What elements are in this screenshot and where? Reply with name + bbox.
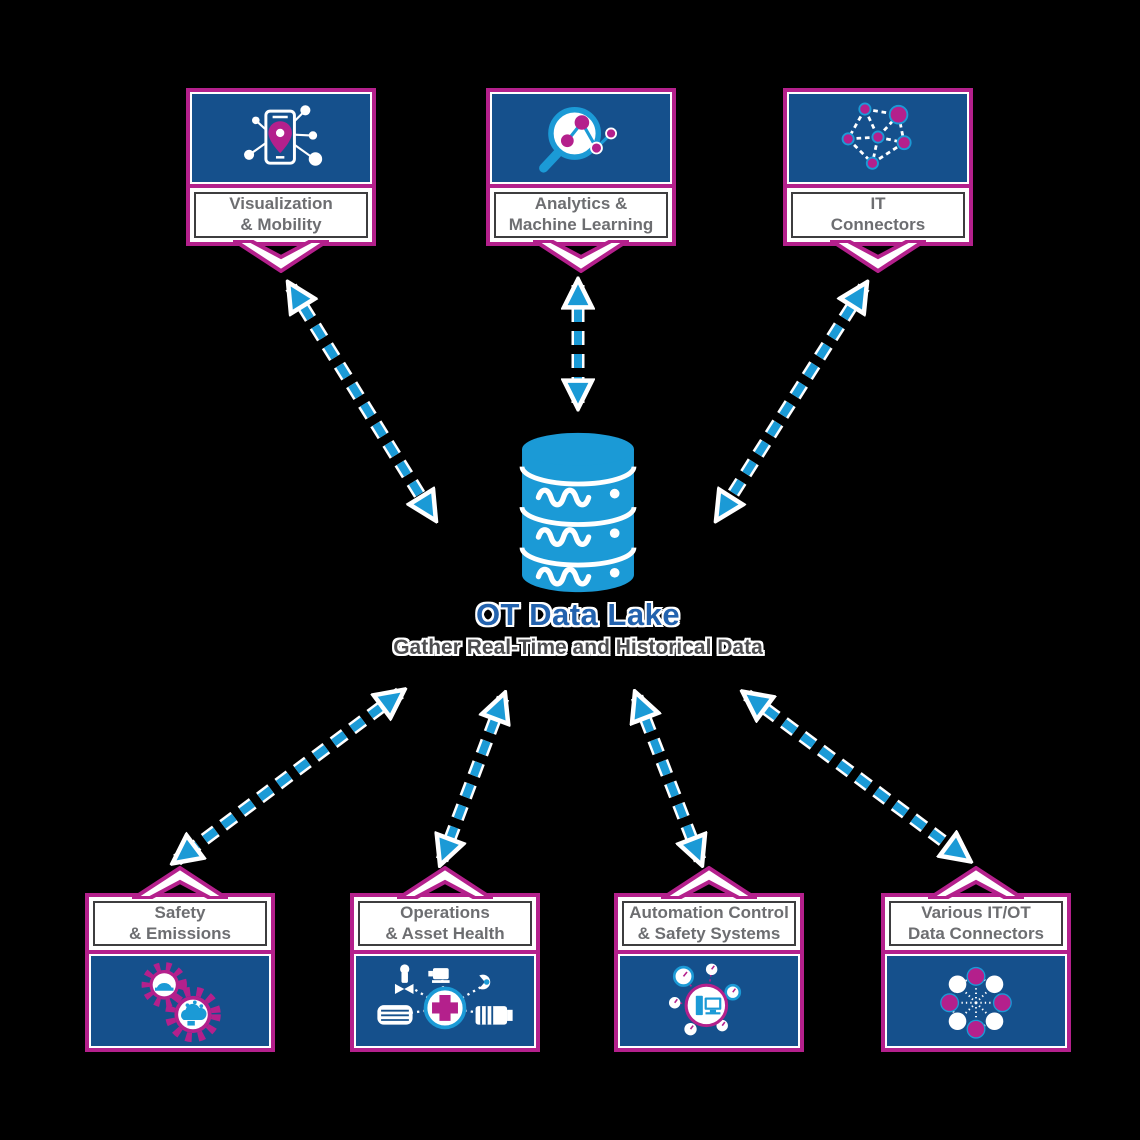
card-label-area: Safety & Emissions: [89, 897, 271, 951]
card-safety-emissions: Safety & Emissions: [85, 866, 275, 1053]
card-label-line1: IT: [870, 194, 886, 214]
card-icon-area: [618, 950, 800, 1049]
arrow-lake-to-itot: [747, 695, 966, 858]
arrow-itconnectors-to-lake: [719, 287, 864, 516]
card-icon-area: [787, 92, 969, 188]
card-icon-area: [89, 950, 271, 1049]
card-label-area: IT Connectors: [787, 188, 969, 242]
card-label-area: Various IT/OT Data Connectors: [885, 897, 1067, 951]
card-label-area: Analytics & Machine Learning: [490, 188, 672, 242]
card-label-line2: Connectors: [830, 215, 926, 234]
card-label-line1: Analytics &: [534, 194, 628, 214]
card-visualization-mobility: Visualization & Mobility: [186, 88, 376, 273]
card-label-line2: & Emissions: [128, 923, 232, 943]
diagram-subtitle: Gather Real-Time and Historical Data: [393, 636, 763, 659]
card-label-line2: Data Connectors: [907, 923, 1045, 943]
card-label-area: Operations & Asset Health: [354, 897, 536, 951]
card-label-line1: Operations: [400, 903, 490, 922]
arrow-lake-to-safety: [177, 693, 400, 860]
card-automation-control-safety: Automation Control & Safety Systems: [614, 866, 804, 1053]
network-graph-icon: [841, 102, 912, 170]
chevron-up-icon: [928, 866, 1024, 899]
card-icon-area: [885, 950, 1067, 1049]
mobile-location-network-icon: [244, 105, 323, 166]
card-icon-area: [354, 950, 536, 1049]
arrow-visualization-to-lake: [291, 287, 433, 516]
card-label-line2: & Mobility: [240, 215, 322, 234]
card-label-line1: Automation Control: [629, 903, 789, 922]
database-cylinder-icon: [519, 432, 637, 593]
card-label-area: Automation Control & Safety Systems: [618, 897, 800, 951]
card-icon-area: [490, 92, 672, 188]
card-label-area: Visualization & Mobility: [190, 188, 372, 242]
chevron-down-icon: [233, 240, 329, 273]
card-analytics-machine-learning: Analytics & Machine Learning: [486, 88, 676, 273]
chevron-up-icon: [661, 866, 757, 899]
gears-hardhat-cloud-icon: [141, 962, 221, 1043]
magnifier-datapoints-icon: [539, 107, 617, 173]
card-label-line2: & Safety Systems: [637, 923, 781, 943]
arrow-lake-to-operations: [442, 698, 503, 860]
arrow-lake-to-automation: [637, 697, 700, 860]
card-icon-area: [190, 92, 372, 188]
chevron-down-icon: [830, 240, 926, 273]
card-various-itot-connectors: Various IT/OT Data Connectors: [881, 866, 1071, 1053]
ot-data-lake-label-block: OT Data Lake Gather Real-Time and Histor…: [328, 597, 828, 660]
control-computer-gauges-icon: [668, 964, 742, 1036]
card-it-connectors: IT Connectors: [783, 88, 973, 273]
card-label-line1: Visualization: [229, 194, 333, 214]
equipment-health-cross-icon: [377, 964, 513, 1030]
chevron-up-icon: [397, 866, 493, 899]
chevron-up-icon: [132, 866, 228, 899]
card-label-line2: Machine Learning: [508, 215, 654, 234]
card-label-line2: & Asset Health: [385, 923, 505, 943]
card-label-line1: Safety: [154, 903, 206, 922]
card-label-line1: Various IT/OT: [921, 903, 1031, 922]
diagram-title: OT Data Lake: [475, 597, 681, 632]
card-operations-asset-health: Operations & Asset Health: [350, 866, 540, 1053]
chevron-down-icon: [533, 240, 629, 273]
hub-ring-connectors-icon: [940, 967, 1012, 1040]
